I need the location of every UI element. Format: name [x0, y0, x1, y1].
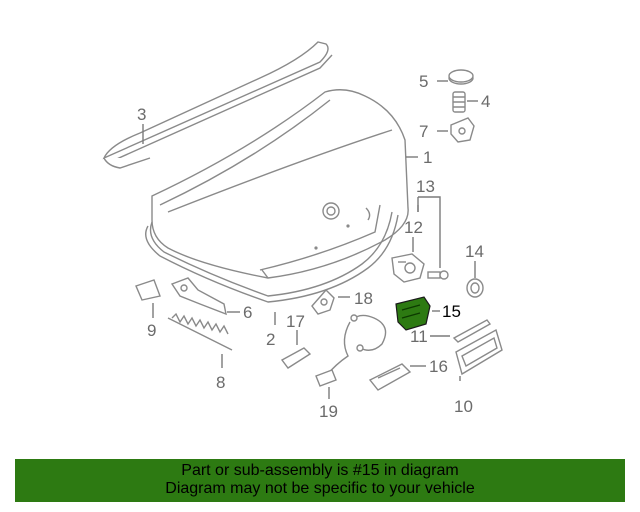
bracket-part	[450, 117, 475, 143]
parts-diagram: 1 2 3 4 5 6 7 8 9 10 11 12 13 14 15 16 1…	[102, 41, 503, 421]
grommet-part	[466, 278, 484, 298]
callout-1[interactable]: 1	[423, 148, 432, 167]
trim-part	[311, 288, 335, 315]
latch-part	[391, 253, 425, 283]
light-part	[280, 347, 312, 369]
callout-5[interactable]: 5	[419, 72, 428, 91]
info-banner: Part or sub-assembly is #15 in diagram D…	[15, 459, 625, 502]
callout-9[interactable]: 9	[147, 321, 156, 340]
callout-3[interactable]: 3	[137, 105, 146, 124]
cap-part	[448, 69, 474, 85]
callout-8[interactable]: 8	[216, 373, 225, 392]
callout-17[interactable]: 17	[286, 312, 305, 331]
callout-7[interactable]: 7	[419, 122, 428, 141]
lock-cylinder-part	[427, 270, 449, 280]
weatherstrip-part	[145, 211, 399, 303]
callout-2[interactable]: 2	[266, 330, 275, 349]
highlighted-part-15[interactable]	[395, 296, 431, 331]
callout-15[interactable]: 15	[442, 302, 461, 321]
hinge-part	[170, 277, 227, 316]
banner-line-1: Part or sub-assembly is #15 in diagram	[181, 462, 459, 479]
cable-part	[315, 314, 387, 387]
callout-16[interactable]: 16	[429, 357, 448, 376]
strip-part	[452, 319, 492, 343]
leader-lines	[142, 80, 478, 399]
callout-4[interactable]: 4	[481, 92, 490, 111]
callout-13[interactable]: 13	[416, 177, 435, 196]
license-bracket-part	[455, 328, 503, 376]
callouts: 1 2 3 4 5 6 7 8 9 10 11 12 13 14 15 16 1…	[137, 72, 490, 421]
handle-part	[368, 363, 412, 391]
callout-19[interactable]: 19	[319, 402, 338, 421]
callout-10[interactable]: 10	[454, 397, 473, 416]
callout-18[interactable]: 18	[354, 289, 373, 308]
callout-11[interactable]: 11	[410, 327, 428, 346]
plate-part	[135, 279, 161, 301]
callout-14[interactable]: 14	[465, 242, 484, 261]
banner-line-2: Diagram may not be specific to your vehi…	[165, 480, 475, 497]
callout-6[interactable]: 6	[243, 303, 252, 322]
spoiler-part	[102, 41, 333, 169]
callout-12[interactable]: 12	[404, 218, 423, 237]
bumper-stop-part	[452, 91, 466, 113]
trunk-lid-part	[151, 89, 409, 279]
spring-part	[167, 312, 233, 351]
